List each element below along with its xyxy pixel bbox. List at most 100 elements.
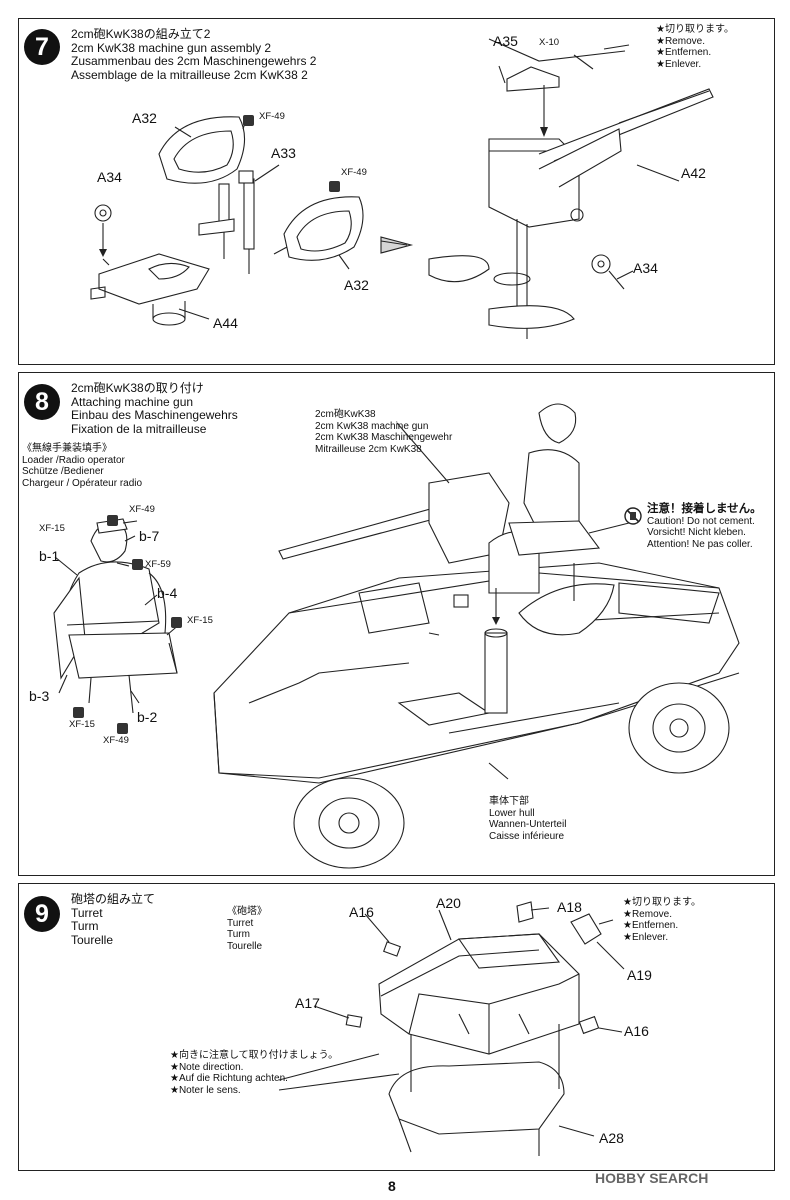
hull-label-en: Lower hull — [489, 807, 535, 819]
armored-car-drawing — [213, 403, 740, 869]
turret-title-fr: Tourelle — [227, 940, 263, 952]
step-number-badge: 7 — [24, 29, 60, 65]
paint-swatch — [171, 617, 182, 628]
step-title-ja: 2cm砲KwK38の取り付け — [71, 381, 204, 395]
gun-label-en: 2cm KwK38 machine gun — [315, 420, 429, 432]
paint-code-xf49: XF-49 — [259, 111, 285, 122]
paint-code-xf15: XF-15 — [39, 523, 65, 534]
caution-note: 注意！接着しません。 Caution! Do not cement. Vorsi… — [647, 503, 762, 550]
step-title-de: Einbau des Maschinengewehrs — [71, 408, 238, 423]
step-title: 2cm砲KwK38の取り付け Attaching machine gun Ein… — [71, 381, 238, 436]
turret-drawing — [378, 933, 580, 1156]
direction-note-en: ★Note direction. — [170, 1061, 244, 1073]
paint-code-xf59: XF-59 — [145, 559, 171, 570]
remove-note-en: ★Remove. — [623, 908, 672, 920]
step-title: 2cm砲KwK38の組み立て2 2cm KwK38 machine gun as… — [71, 27, 317, 82]
paint-swatch — [107, 515, 118, 526]
hull-label-fr: Caisse inférieure — [489, 830, 565, 842]
step-title-fr: Fixation de la mitrailleuse — [71, 421, 207, 436]
part-label-a16: A16 — [624, 1023, 649, 1039]
part-label-a32: A32 — [344, 277, 369, 293]
paint-code-xf49: XF-49 — [129, 504, 155, 515]
hull-label: 車体下部 Lower hull Wannen-Unterteil Caisse … — [489, 796, 566, 842]
remove-note-de: ★Entfernen. — [623, 920, 679, 931]
gun-label-fr: Mitrailleuse 2cm KwK38 — [315, 443, 422, 455]
step-number-badge: 9 — [24, 896, 60, 932]
hull-label-ja: 車体下部 — [489, 796, 529, 807]
remove-note-de: ★Entfernen. — [656, 47, 712, 58]
remove-note-ja: ★切り取ります。 — [656, 24, 734, 35]
remove-note-ja: ★切り取ります。 — [623, 897, 701, 908]
remove-note-fr: ★Enlever. — [656, 58, 702, 70]
loader-figure-drawing — [53, 518, 178, 714]
gun-label-de: 2cm KwK38 Maschinengewehr — [315, 432, 453, 443]
remove-note-fr: ★Enlever. — [623, 931, 669, 943]
paint-swatch — [243, 115, 254, 126]
part-label-a35: A35 — [493, 33, 518, 49]
part-label-b3: b-3 — [29, 688, 50, 704]
step-title-en: 2cm KwK38 machine gun assembly 2 — [71, 40, 272, 55]
remove-notes: ★切り取ります。 ★Remove. ★Entfernen. ★Enlever. — [623, 897, 701, 943]
step-title-ja: 砲塔の組み立て — [71, 892, 156, 906]
step-title-en: Attaching machine gun — [71, 394, 194, 409]
turret-title: 《砲塔》 Turret Turm Tourelle — [227, 906, 267, 952]
step-title-de: Turm — [71, 919, 99, 934]
caution-fr: Attention! Ne pas coller. — [647, 538, 753, 550]
direction-note-de: ★Auf die Richtung achten. — [170, 1073, 288, 1084]
step-title-fr: Assemblage de la mitrailleuse 2cm KwK38 … — [71, 67, 308, 82]
turret-title-de: Turm — [227, 929, 250, 940]
part-label-b4: b-4 — [157, 585, 178, 601]
step-title-de: Zusammenbau des 2cm Maschinengewehrs 2 — [71, 54, 317, 69]
part-label-a19: A19 — [627, 967, 652, 983]
step-title-en: Turret — [71, 905, 103, 920]
part-label-a18: A18 — [557, 899, 582, 915]
part-label-a32: A32 — [132, 110, 157, 126]
paint-code-xf15: XF-15 — [69, 719, 95, 730]
step-9-panel: 9 砲塔の組み立て Turret Turm Tourelle 《砲塔》 Turr… — [18, 883, 775, 1171]
paint-code-xf49: XF-49 — [103, 735, 129, 746]
paint-swatch — [117, 723, 128, 734]
step-7-illustration — [90, 38, 714, 339]
part-label-a20: A20 — [436, 895, 461, 911]
step-number-badge: 8 — [24, 384, 60, 420]
gun-label: 2cm砲KwK38 2cm KwK38 machine gun 2cm KwK3… — [315, 409, 452, 455]
paint-swatch — [329, 181, 340, 192]
direction-note-ja: ★向きに注意して取り付けましょう。 — [170, 1050, 339, 1061]
part-label-a34: A34 — [633, 260, 658, 276]
turret-title-ja: 《砲塔》 — [227, 906, 267, 917]
seat-a32-left-drawing — [158, 116, 246, 184]
page-number: 8 — [388, 1178, 396, 1194]
step-7-panel: 7 2cm砲KwK38の組み立て2 2cm KwK38 machine gun … — [18, 18, 775, 365]
part-label-a33: A33 — [271, 145, 296, 161]
part-label-b2: b-2 — [137, 709, 158, 725]
turret-title-en: Turret — [227, 917, 254, 929]
part-label-a34: A34 — [97, 169, 122, 185]
figure-title-ja: 《無線手兼装填手》 — [22, 443, 112, 454]
caution-de: Vorsicht! Nicht kleben. — [647, 527, 746, 538]
paint-code-x10: X-10 — [539, 37, 560, 48]
part-label-a44: A44 — [213, 315, 238, 331]
part-label-a28: A28 — [599, 1130, 624, 1146]
step-title-fr: Tourelle — [71, 932, 114, 947]
remove-note-en: ★Remove. — [656, 35, 705, 47]
step-title: 砲塔の組み立て Turret Turm Tourelle — [71, 892, 156, 947]
paint-swatch — [132, 559, 143, 570]
direction-notes: ★向きに注意して取り付けましょう。 ★Note direction. ★Auf … — [170, 1050, 338, 1096]
base-a44-drawing — [98, 253, 210, 305]
remove-notes: ★切り取ります。 ★Remove. ★Entfernen. ★Enlever. — [656, 24, 734, 70]
figure-title-en: Loader /Radio operator — [22, 454, 125, 466]
caution-ja: 注意！接着しません。 — [647, 503, 762, 515]
figure-title-de: Schütze /Bediener — [22, 466, 104, 477]
gun-label-ja: 2cm砲KwK38 — [315, 409, 376, 420]
paint-code-xf49: XF-49 — [341, 167, 367, 178]
seat-a32-right-drawing — [283, 196, 364, 261]
part-label-a42: A42 — [681, 165, 706, 181]
part-label-b7: b-7 — [139, 528, 160, 544]
part-label-a17: A17 — [295, 995, 320, 1011]
step-title-ja: 2cm砲KwK38の組み立て2 — [71, 27, 211, 41]
part-label-b1: b-1 — [39, 548, 60, 564]
no-glue-icon — [624, 507, 642, 525]
part-label-a16: A16 — [349, 904, 374, 920]
paint-code-xf15: XF-15 — [187, 615, 213, 626]
step-8-panel: 8 2cm砲KwK38の取り付け Attaching machine gun E… — [18, 372, 775, 876]
